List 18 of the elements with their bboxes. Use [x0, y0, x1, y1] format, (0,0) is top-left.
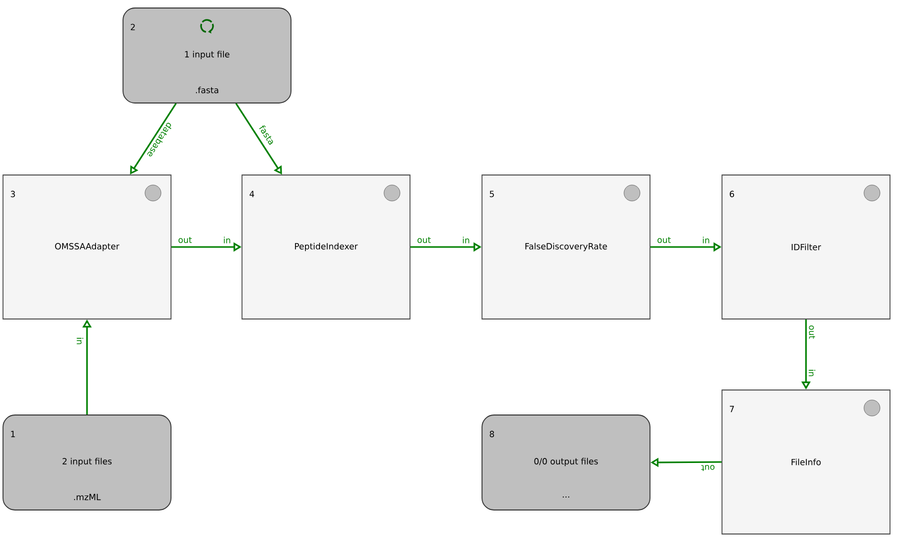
port-label: out — [701, 464, 714, 472]
port-label: out — [178, 236, 192, 244]
input-file-box: 8 0/0 output files ... — [482, 414, 650, 510]
tool-box: 6 IDFilter — [722, 174, 890, 320]
port-label: in — [76, 338, 84, 344]
port-label: in — [462, 236, 470, 244]
input-file-box: 1 2 input files .mzML — [2, 414, 172, 510]
port-label: out — [658, 236, 671, 244]
port-label: in — [224, 236, 230, 244]
tool-box: 4 PeptideIndexer — [242, 174, 410, 320]
port-label: in — [808, 370, 816, 376]
port-label: out — [808, 326, 816, 339]
port-label: in — [702, 236, 710, 244]
tool-box: 5 FalseDiscoveryRate — [482, 174, 650, 320]
tool-box: 3 OMSSAAdapter — [2, 174, 172, 320]
port-label: out — [418, 236, 431, 244]
input-file-box: 2 1 input file .fasta — [122, 8, 292, 104]
tool-box: 7 FileInfo — [722, 390, 890, 534]
